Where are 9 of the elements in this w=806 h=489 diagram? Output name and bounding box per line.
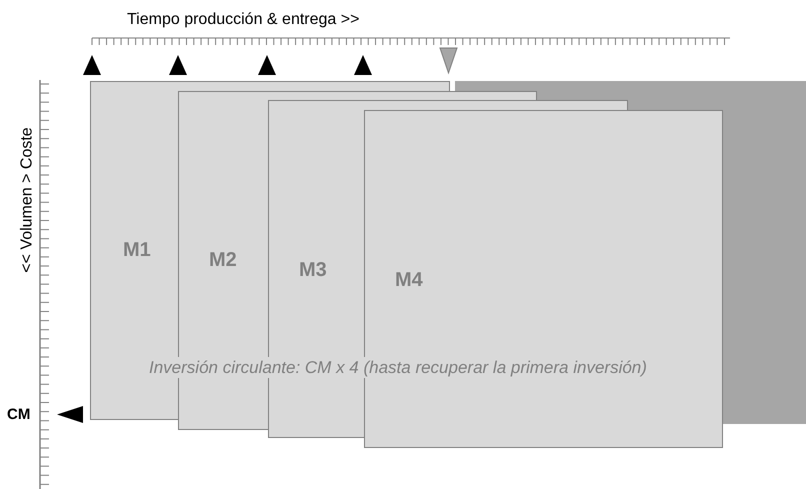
axis-title: Tiempo producción & entrega >> [127, 12, 360, 28]
stage-label: M2 [209, 250, 237, 270]
stage-label: M4 [395, 270, 423, 290]
stage-label: M1 [123, 240, 151, 260]
stage-label: M3 [299, 260, 327, 280]
axis-title: << Volumen > Coste [20, 127, 36, 273]
note-text: Inversión circulante: CM x 4 (hasta recuperar la primera inversión) [147, 357, 649, 378]
stage-box [364, 110, 723, 448]
axis-value-label: CM [7, 407, 30, 422]
